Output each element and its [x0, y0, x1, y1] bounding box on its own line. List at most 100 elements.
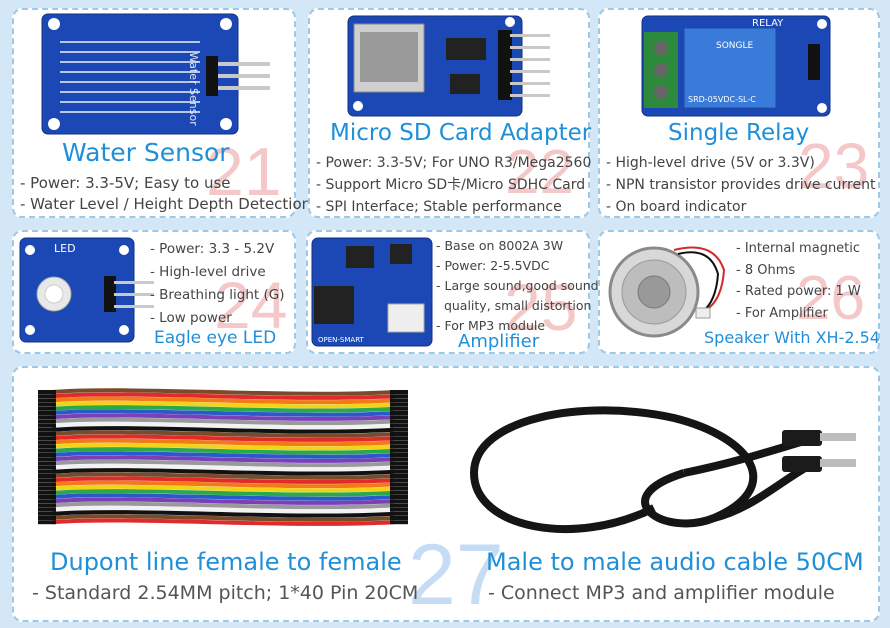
wire: [51, 434, 395, 442]
wire-connector: [38, 457, 56, 462]
wire-connector: [390, 465, 408, 470]
wire-connector: [390, 415, 408, 420]
wire-connector: [38, 423, 56, 428]
wire: [51, 396, 395, 405]
feature-item: - High-level drive: [150, 264, 266, 280]
card-title: Water Sensor: [62, 138, 230, 167]
wire: [51, 421, 395, 430]
wire-connector: [390, 411, 408, 415]
card-number: 23: [798, 130, 870, 202]
relay-model: SRD-05VDC-SL-C: [688, 95, 756, 104]
wire-connector: [390, 432, 408, 436]
wire-connector: [390, 478, 408, 483]
led-board-label: LED: [54, 242, 76, 255]
feature-item: - NPN transistor provides drive current: [606, 177, 876, 193]
wire: [51, 468, 395, 476]
feature-item: - Rated power: 1 W: [736, 284, 861, 299]
card-amplifier: 25 OPEN-SMART - Base on 8002A 3W - Power…: [306, 230, 599, 354]
feature-item: - Breathing light (G): [150, 287, 285, 303]
wire: [51, 493, 395, 501]
card-led: 24 LED - Power: 3.3 - 5.2V - High-level …: [12, 230, 296, 354]
feature-list: - Power: 3.3 - 5.2V - High-level drive -…: [150, 238, 284, 330]
wire-connector: [390, 457, 408, 462]
wire: [51, 447, 395, 455]
water-sensor-image: Water Sensor: [41, 13, 270, 135]
feature-item: - SPI Interface; Stable performance: [316, 199, 562, 215]
feature-item: - Power: 3.3 - 5.2V: [150, 241, 275, 257]
wire-connector: [390, 474, 408, 478]
wire-connector: [390, 495, 408, 499]
wire-connector: [390, 448, 408, 453]
feature-item: - 8 Ohms: [736, 262, 796, 278]
card-title: Micro SD Card Adapter: [330, 120, 592, 146]
feature-item: - High-level drive (5V or 3.3V): [606, 155, 815, 171]
wire-connector: [38, 461, 56, 466]
wire-connector: [390, 469, 408, 474]
wire-connector: [38, 469, 56, 474]
wire-connector: [390, 516, 408, 520]
wire-connector: [390, 390, 408, 394]
feature-list: - High-level drive (5V or 3.3V) - NPN tr…: [606, 152, 875, 218]
wire-connector: [38, 482, 56, 487]
card-title: Single Relay: [668, 120, 810, 146]
wire: [51, 463, 395, 472]
wire-connector: [38, 465, 56, 470]
wire-connector: [38, 402, 56, 407]
wire-connector: [390, 507, 408, 512]
wire: [51, 459, 395, 468]
wire: [51, 505, 395, 514]
wire-connector: [38, 511, 56, 516]
feature-item: - Power: 2-5.5VDC: [436, 258, 550, 273]
wire: [51, 426, 395, 434]
feature-list: - Internal magnetic - 8 Ohms - Rated pow…: [736, 238, 861, 324]
card-number: 22: [505, 138, 574, 207]
wire-connector: [38, 436, 56, 441]
wire: [51, 388, 395, 396]
wire-connector: [390, 499, 408, 504]
feature-item: - For MP3 module: [436, 318, 546, 333]
feature-list: - Base on 8002A 3W - Power: 2-5.5VDC - L…: [436, 236, 599, 336]
card-number: 26: [796, 264, 865, 333]
wire: [51, 455, 395, 463]
wire: [51, 497, 395, 505]
wire-connector: [38, 478, 56, 483]
card-number: 21: [206, 134, 282, 210]
wire: [51, 405, 395, 413]
wire-connector: [390, 398, 408, 403]
relay-header: RELAY: [752, 18, 784, 29]
wire-connector: [390, 394, 408, 399]
feature-list: - Power: 3.3-5V; Easy to use - Water Lev…: [20, 173, 311, 215]
wire-connector: [390, 486, 408, 491]
wire-connector: [390, 511, 408, 516]
wire-connector: [38, 427, 56, 432]
wire-connector: [38, 415, 56, 420]
feature-item: - Base on 8002A 3W: [436, 238, 564, 253]
wire: [51, 451, 395, 459]
card-water-sensor: 21 Water Sensor Water Sensor - Power: 3.…: [12, 8, 311, 218]
feature-item: quality, small distortion: [436, 298, 592, 313]
dupont-wires-image: [38, 388, 408, 526]
card-title: Eagle eye LED: [154, 328, 277, 348]
feature-item: - Water Level / Height Depth Detection: [20, 195, 312, 213]
micro-sd-image: [347, 15, 550, 117]
card-cables: 27 Dupont line female to female - Standa…: [12, 366, 880, 622]
feature-item: - For Amplifier: [736, 305, 828, 321]
card-micro-sd: 22 Micro SD Card Adapter - Power: 3.3-5V…: [308, 8, 592, 218]
wire: [51, 484, 395, 493]
board-label: Water Sensor: [187, 52, 200, 126]
wire: [51, 413, 395, 421]
wire: [51, 501, 395, 510]
amp-board-label: OPEN-SMART: [318, 336, 365, 344]
wire-connector: [390, 520, 408, 525]
relay-image: SONGLE SRD-05VDC-SL-C RELAY: [641, 15, 831, 117]
amplifier-image: OPEN-SMART: [311, 237, 433, 347]
wire-connector: [390, 461, 408, 466]
wire: [51, 476, 395, 484]
card-relay: 23 SONGLE SRD-05VDC-SL-C RELAY Single Re…: [598, 8, 880, 218]
wire-connector: [390, 440, 408, 445]
wire: [51, 514, 395, 522]
wire-connector: [390, 419, 408, 424]
wire-connector: [38, 507, 56, 512]
left-description: - Standard 2.54MM pitch; 1*40 Pin 20CM: [32, 582, 419, 604]
wire-connector: [390, 503, 408, 508]
